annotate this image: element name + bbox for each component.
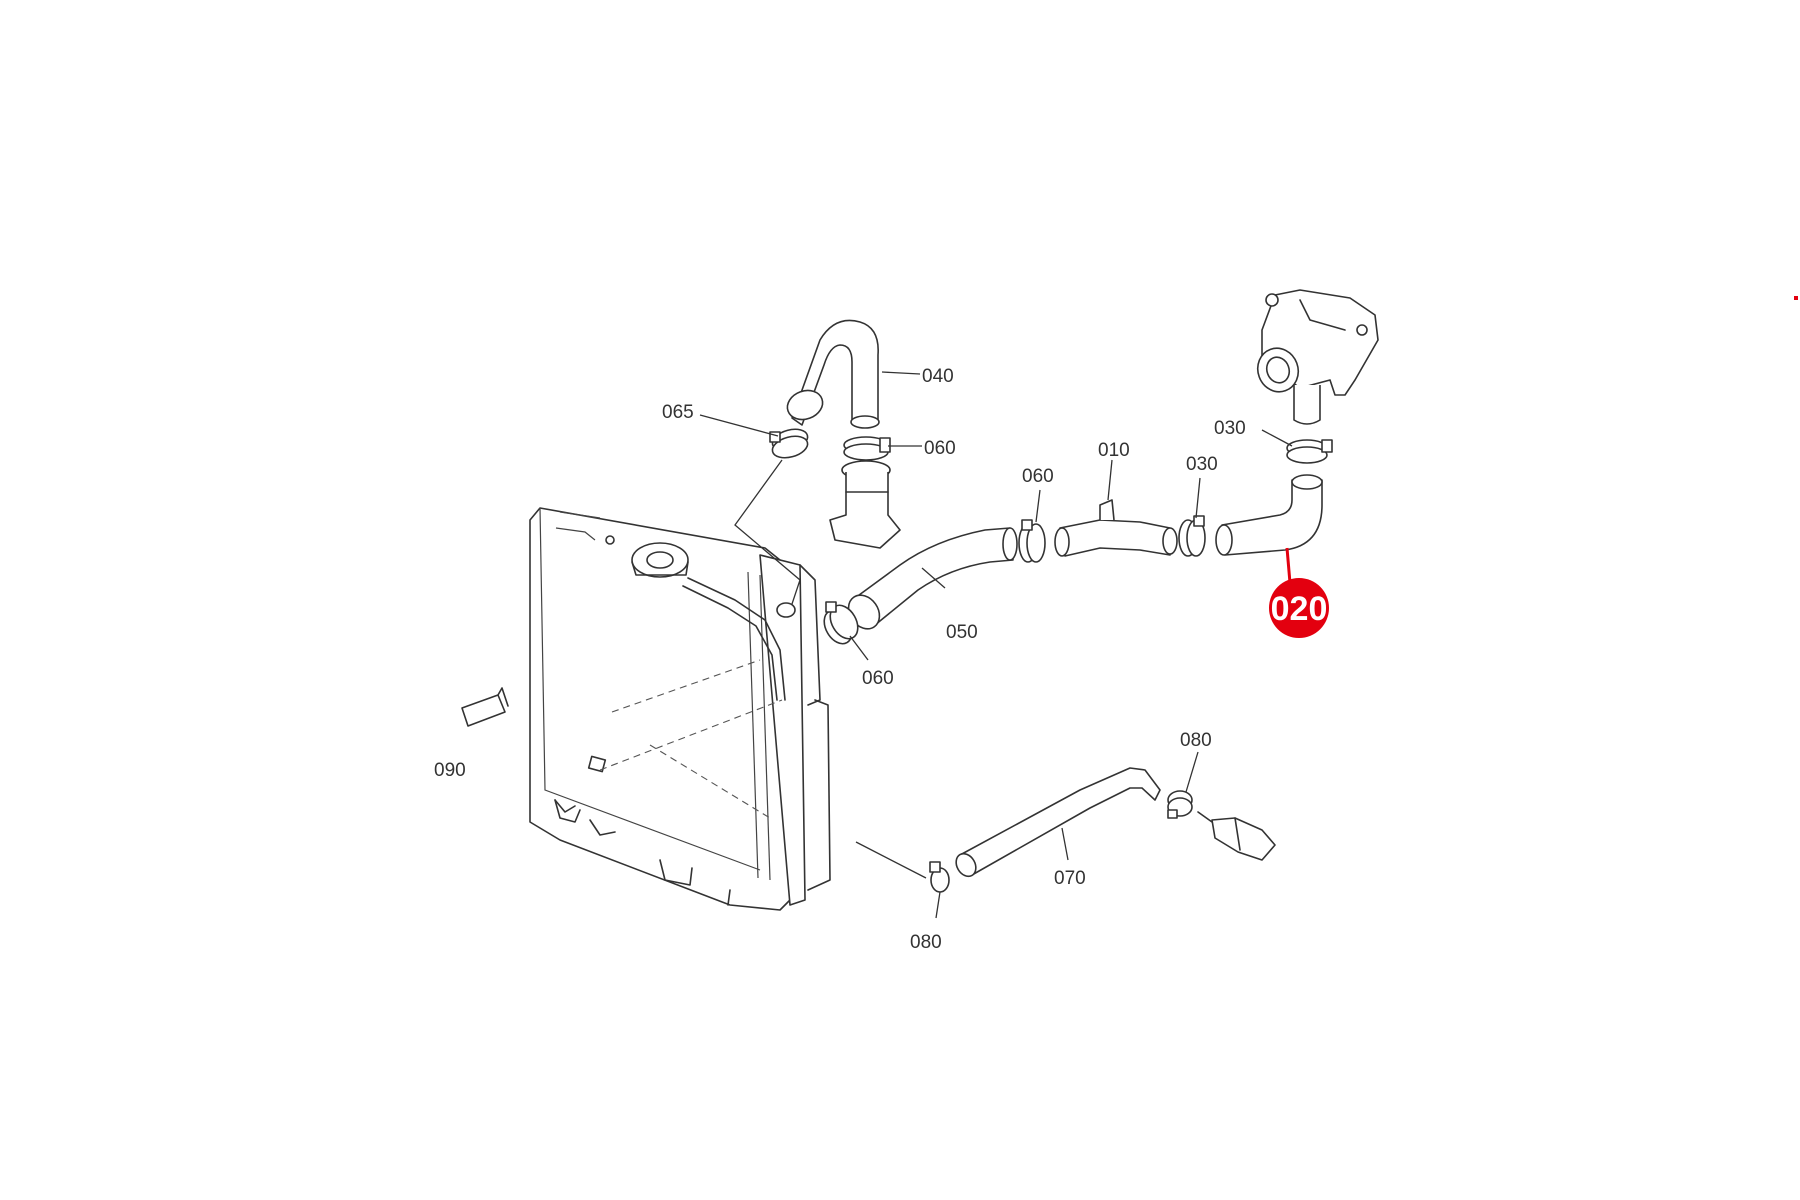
- clamp-065[interactable]: [769, 426, 810, 462]
- clamp-030-mid[interactable]: [1178, 515, 1206, 557]
- hose-end-small: [776, 602, 796, 618]
- label-030-top[interactable]: 030: [1214, 418, 1246, 439]
- edge-mark: [1794, 296, 1798, 300]
- thermostat-housing[interactable]: [1252, 289, 1379, 425]
- temperature-sensor[interactable]: [1197, 811, 1276, 861]
- hose-020[interactable]: [1215, 474, 1323, 556]
- highlight-badge: [1269, 578, 1329, 638]
- clamp-080-right[interactable]: [1167, 790, 1193, 819]
- label-010[interactable]: 010: [1098, 440, 1130, 461]
- pipe-010[interactable]: [1054, 499, 1178, 557]
- radiator[interactable]: [529, 507, 831, 911]
- clamp-060-mid[interactable]: [1018, 519, 1046, 563]
- label-065[interactable]: 065: [662, 402, 694, 423]
- hose-040[interactable]: [783, 319, 880, 429]
- label-050[interactable]: 050: [946, 622, 978, 643]
- water-outlet[interactable]: [829, 460, 901, 549]
- label-060-top[interactable]: 060: [924, 438, 956, 459]
- label-080-right[interactable]: 080: [1180, 730, 1212, 751]
- label-080-bottom[interactable]: 080: [910, 932, 942, 953]
- label-070[interactable]: 070: [1054, 868, 1086, 889]
- highlight-callout-020[interactable]: 020: [1269, 578, 1329, 638]
- label-060-low[interactable]: 060: [862, 668, 894, 689]
- clamp-080-bottom[interactable]: [929, 861, 950, 893]
- label-090[interactable]: 090: [434, 760, 466, 781]
- clamp-060-low[interactable]: [819, 600, 864, 648]
- label-030-mid[interactable]: 030: [1186, 454, 1218, 475]
- highlight-leader: [1285, 547, 1292, 584]
- label-060-mid[interactable]: 060: [1022, 466, 1054, 487]
- clamp-060-top[interactable]: [843, 436, 891, 461]
- clamp-030-top[interactable]: [1286, 439, 1333, 464]
- label-040[interactable]: 040: [922, 366, 954, 387]
- highlight-label[interactable]: 020: [1271, 590, 1328, 628]
- bracket-090[interactable]: [461, 687, 509, 727]
- hose-070[interactable]: [952, 767, 1161, 880]
